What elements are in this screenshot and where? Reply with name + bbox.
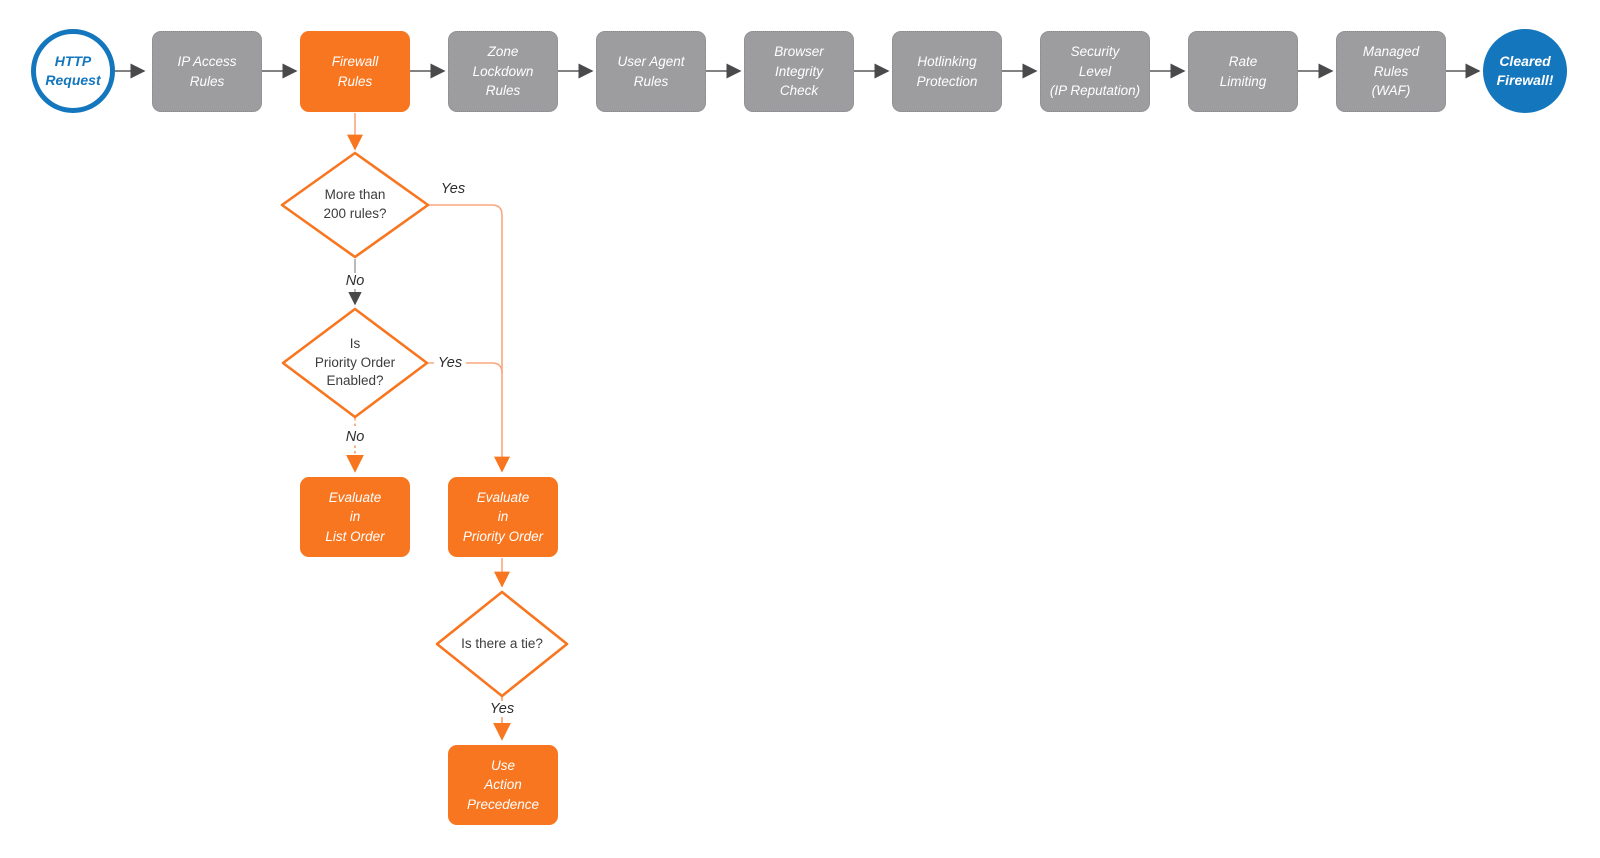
step-firewall-rules: Firewall Rules: [300, 31, 410, 112]
decision-shapes: [280, 151, 569, 698]
edge-label-no-1: No: [341, 273, 369, 289]
decision-more-than-200-rules-label: More than 200 rules?: [323, 187, 387, 221]
decision-more-than-200-rules-shape: [280, 151, 430, 259]
branch-connectors: [346, 113, 511, 741]
edge-decision2-yes: [427, 362, 503, 374]
edge-decision1-yes: [428, 204, 510, 473]
step-security-level-ip-reputation: Security Level (IP Reputation): [1040, 31, 1150, 112]
decision-priority-order-enabled-shape: [281, 307, 429, 419]
end-node-cleared-firewall: Cleared Firewall!: [1483, 29, 1567, 113]
step-managed-rules-waf: Managed Rules (WAF): [1336, 31, 1446, 112]
edge-label-yes-1: Yes: [440, 181, 466, 197]
step-zone-lockdown-rules: Zone Lockdown Rules: [448, 31, 558, 112]
edge-label-no-2: No: [341, 429, 369, 445]
step-hotlinking-protection: Hotlinking Protection: [892, 31, 1002, 112]
action-use-action-precedence: Use Action Precedence: [448, 745, 558, 825]
action-evaluate-in-priority-order: Evaluate in Priority Order: [448, 477, 558, 557]
start-node-http-request: HTTP Request: [31, 29, 115, 113]
edge-label-yes-2: Yes: [433, 355, 467, 371]
step-ip-access-rules: IP Access Rules: [152, 31, 262, 112]
step-user-agent-rules: User Agent Rules: [596, 31, 706, 112]
decision-is-there-a-tie-shape: [435, 590, 569, 698]
step-browser-integrity-check: Browser Integrity Check: [744, 31, 854, 112]
action-evaluate-in-list-order: Evaluate in List Order: [300, 477, 410, 557]
decision-priority-order-enabled-label: Is Priority Order Enabled?: [314, 335, 396, 389]
edge-label-yes-3: Yes: [485, 701, 519, 717]
decision-is-there-a-tie-label: Is there a tie?: [461, 635, 543, 651]
step-rate-limiting: Rate Limiting: [1188, 31, 1298, 112]
